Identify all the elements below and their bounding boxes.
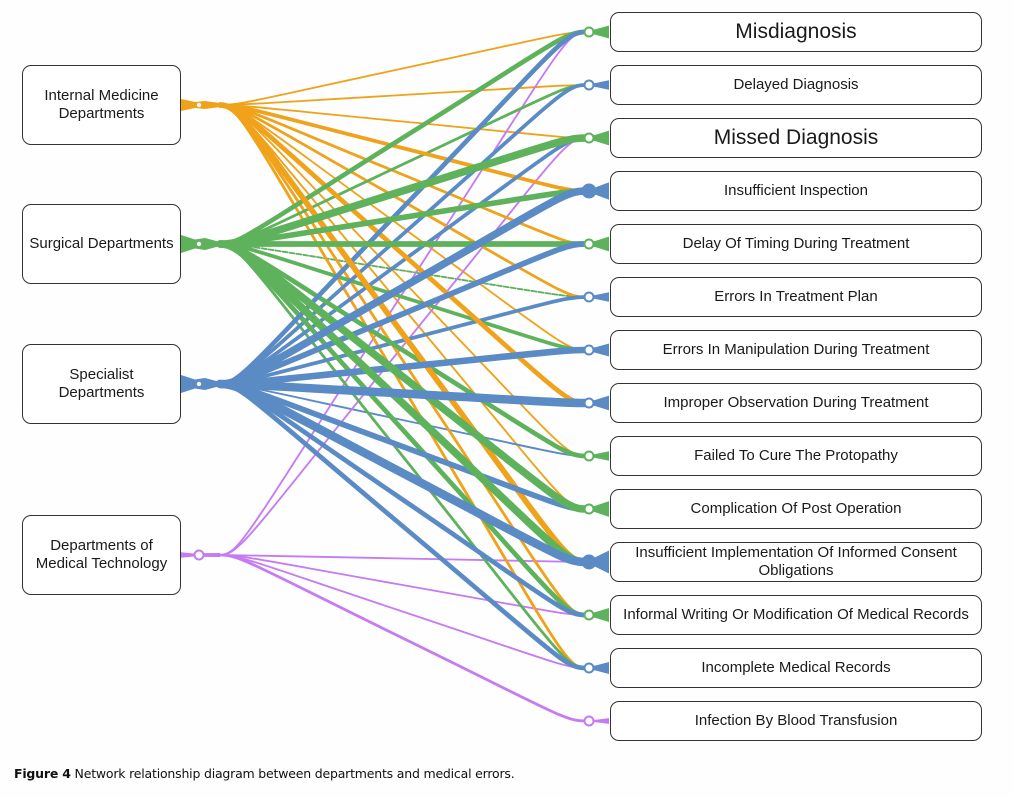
target-node-plan[interactable]: Errors In Treatment Plan [610, 277, 982, 317]
source-connector-internal [181, 98, 220, 112]
connector-dot-icon [583, 291, 595, 303]
connector-dot-icon [583, 715, 595, 727]
edge-surgical-missed [216, 134, 589, 248]
edge-internal-observ [217, 102, 588, 406]
connector-dot-icon [581, 554, 597, 570]
source-label: Internal Medicine Departments [44, 87, 159, 122]
target-node-consent[interactable]: Insufficient Implementation Of Informed … [610, 542, 982, 582]
connector-dot-icon [196, 381, 202, 387]
target-node-postop[interactable]: Complication Of Post Operation [610, 489, 982, 529]
target-label: Delay Of Timing During Treatment [682, 235, 910, 252]
target-node-observ[interactable]: Improper Observation During Treatment [610, 383, 982, 423]
connector-dot-icon [193, 549, 205, 561]
target-label: Complication Of Post Operation [690, 500, 902, 517]
connector-dot-icon [196, 102, 202, 108]
source-node-specialist[interactable]: Specialist Departments [22, 344, 181, 424]
edge-medtech-misdiagnosis [219, 31, 586, 556]
connector-dot-icon [583, 26, 595, 38]
target-node-incomplete[interactable]: Incomplete Medical Records [610, 648, 982, 688]
connector-dot-icon [583, 450, 595, 462]
target-connector-manip [583, 343, 609, 357]
source-connector-specialist [181, 375, 220, 393]
edge-medtech-infection [218, 553, 587, 723]
target-connector-postop [583, 501, 609, 517]
target-connector-misdiagnosis [583, 25, 609, 39]
figure-caption-text: Network relationship diagram between dep… [74, 766, 515, 781]
connector-dot-icon [196, 241, 202, 247]
target-connector-consent [581, 550, 609, 574]
target-node-misdiagnosis[interactable]: Misdiagnosis [610, 12, 982, 52]
target-node-infection[interactable]: Infection By Blood Transfusion [610, 701, 982, 741]
connector-dot-icon [583, 79, 595, 91]
target-node-writing[interactable]: Informal Writing Or Modification Of Medi… [610, 595, 982, 635]
target-label: Infection By Blood Transfusion [694, 712, 898, 729]
connector-dot-icon [583, 238, 595, 250]
target-node-insp[interactable]: Insufficient Inspection [610, 171, 982, 211]
network-diagram [181, 25, 609, 727]
target-node-timing[interactable]: Delay Of Timing During Treatment [610, 224, 982, 264]
edge-specialist-insp [216, 187, 589, 388]
edge-internal-insp [218, 103, 587, 193]
connector-dot-icon [583, 662, 595, 674]
target-label: Insufficient Implementation Of Informed … [635, 544, 957, 579]
edge-internal-delayed [219, 84, 586, 106]
edge-medtech-writing [219, 554, 586, 616]
target-label: Improper Observation During Treatment [663, 394, 929, 411]
target-connector-observ [583, 395, 609, 411]
figure-label: Figure 4 [14, 766, 71, 781]
connector-dot-icon [583, 397, 595, 409]
source-connector-surgical [181, 235, 220, 253]
connector-dot-icon [583, 344, 595, 356]
connectors-layer [181, 25, 609, 727]
figure-caption: Figure 4 Network relationship diagram be… [14, 766, 515, 781]
connector-dot-icon [583, 609, 595, 621]
source-node-medtech[interactable]: Departments of Medical Technology [22, 515, 181, 595]
target-connector-writing [583, 608, 609, 622]
edge-specialist-consent [215, 379, 590, 567]
target-connector-timing [583, 236, 609, 252]
target-label: Failed To Cure The Protopathy [694, 447, 898, 464]
target-connector-insp [581, 182, 609, 200]
connector-dot-icon [581, 183, 597, 199]
source-label: Specialist Departments [58, 366, 145, 401]
target-node-cure[interactable]: Failed To Cure The Protopathy [610, 436, 982, 476]
target-label: Insufficient Inspection [724, 182, 868, 199]
source-label: Surgical Departments [29, 235, 174, 252]
target-label: Misdiagnosis [735, 20, 857, 43]
source-label: Departments of Medical Technology [35, 537, 168, 572]
target-label: Informal Writing Or Modification Of Medi… [623, 606, 969, 623]
target-node-missed[interactable]: Missed Diagnosis [610, 118, 982, 158]
target-connector-incomplete [583, 661, 609, 675]
edge-medtech-missed [219, 137, 586, 556]
target-connector-missed [583, 130, 609, 146]
target-label: Errors In Treatment Plan [714, 288, 878, 305]
target-connector-plan [583, 291, 609, 303]
target-label: Errors In Manipulation During Treatment [662, 341, 930, 358]
connector-dot-icon [583, 132, 595, 144]
target-label: Missed Diagnosis [713, 126, 879, 149]
target-connector-delayed [583, 79, 609, 91]
connector-dot-icon [583, 503, 595, 515]
target-connector-infection [583, 715, 609, 727]
target-label: Delayed Diagnosis [733, 76, 859, 93]
edges-layer [215, 29, 590, 723]
source-node-internal[interactable]: Internal Medicine Departments [22, 65, 181, 145]
target-connector-cure [583, 450, 609, 462]
target-node-manip[interactable]: Errors In Manipulation During Treatment [610, 330, 982, 370]
source-connector-medtech [181, 549, 220, 561]
target-node-delayed[interactable]: Delayed Diagnosis [610, 65, 982, 105]
edge-internal-misdiagnosis [219, 31, 586, 106]
source-node-surgical[interactable]: Surgical Departments [22, 204, 181, 284]
target-label: Incomplete Medical Records [701, 659, 891, 676]
